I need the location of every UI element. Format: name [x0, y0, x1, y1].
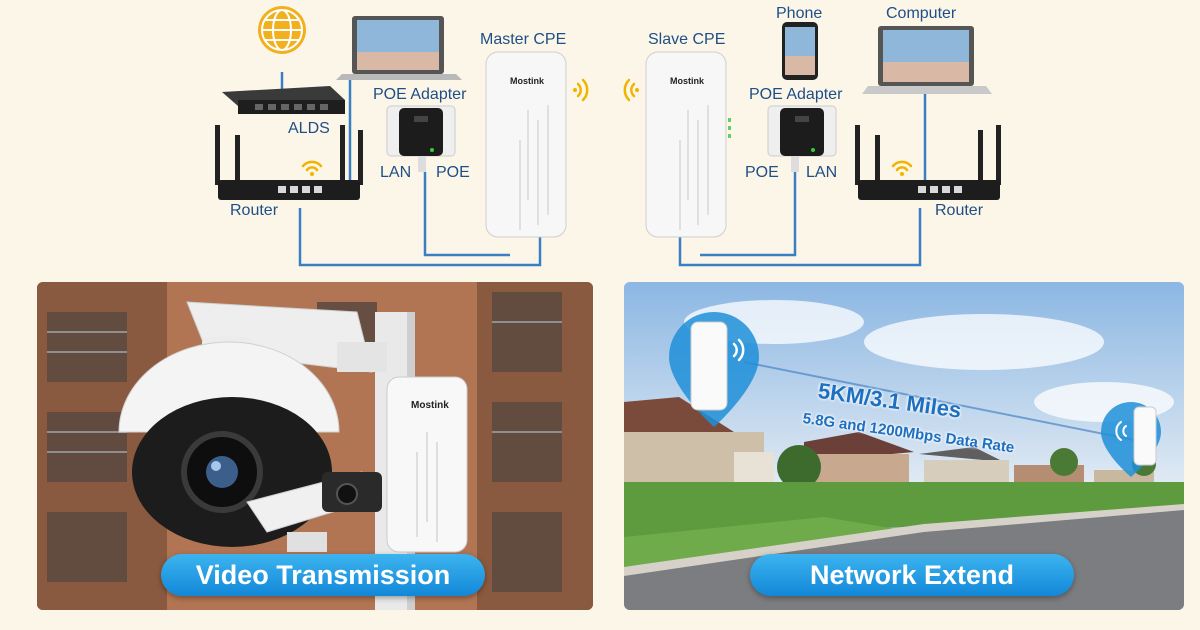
video-transmission-scene	[37, 282, 593, 610]
master-cpe-brand: Mostink	[510, 76, 545, 86]
wifi-signal-icon-slave	[623, 78, 636, 102]
poe-left-label: POE	[436, 164, 470, 181]
slave-cpe-brand: Mostink	[670, 76, 705, 86]
router-right-icon	[855, 125, 1001, 200]
poe-right-label: POE	[745, 164, 779, 181]
poe-adapter-left-icon	[386, 105, 456, 172]
video-transmission-caption: Video Transmission	[161, 554, 485, 596]
video-cpe-brand: Mostink	[411, 400, 449, 411]
phone-label: Phone	[776, 5, 823, 22]
video-transmission-panel: Mostink Video Transmission	[37, 282, 593, 610]
alds-label: ALDS	[288, 120, 330, 137]
cable-slave-to-router	[678, 208, 922, 267]
network-extend-caption: Network Extend	[750, 554, 1074, 596]
router-left-label: Router	[230, 202, 279, 219]
lan-right-label: LAN	[806, 164, 838, 181]
laptop-icon	[336, 16, 462, 80]
lan-left-label: LAN	[380, 164, 412, 181]
wifi-signal-icon-master	[576, 78, 589, 102]
computer-label: Computer	[886, 5, 957, 22]
wifi-icon-right-router	[891, 160, 913, 172]
poe-adapter-right-label: POE Adapter	[749, 86, 843, 103]
poe-adapter-right-icon	[767, 105, 837, 172]
router-left-icon	[215, 125, 363, 200]
network-extend-panel: 5KM/3.1 Miles 5.8G and 1200Mbps Data Rat…	[624, 282, 1184, 610]
phone-icon	[782, 22, 818, 80]
master-cpe-icon	[485, 51, 567, 238]
poe-adapter-left-label: POE Adapter	[373, 86, 467, 103]
wifi-icon-left-router	[301, 160, 323, 172]
slave-cpe-icon	[645, 51, 731, 238]
cables	[280, 72, 927, 267]
router-right-label: Router	[935, 202, 984, 219]
cable-poe-to-slave	[700, 172, 797, 257]
cable-poe-to-master	[423, 172, 510, 257]
master-cpe-label: Master CPE	[480, 31, 567, 48]
slave-cpe-label: Slave CPE	[648, 31, 726, 48]
cable-router-to-master	[298, 208, 542, 267]
computer-icon	[862, 26, 992, 94]
network-diagram	[215, 6, 1001, 267]
globe-icon	[258, 6, 306, 54]
alds-switch-icon	[222, 86, 345, 114]
